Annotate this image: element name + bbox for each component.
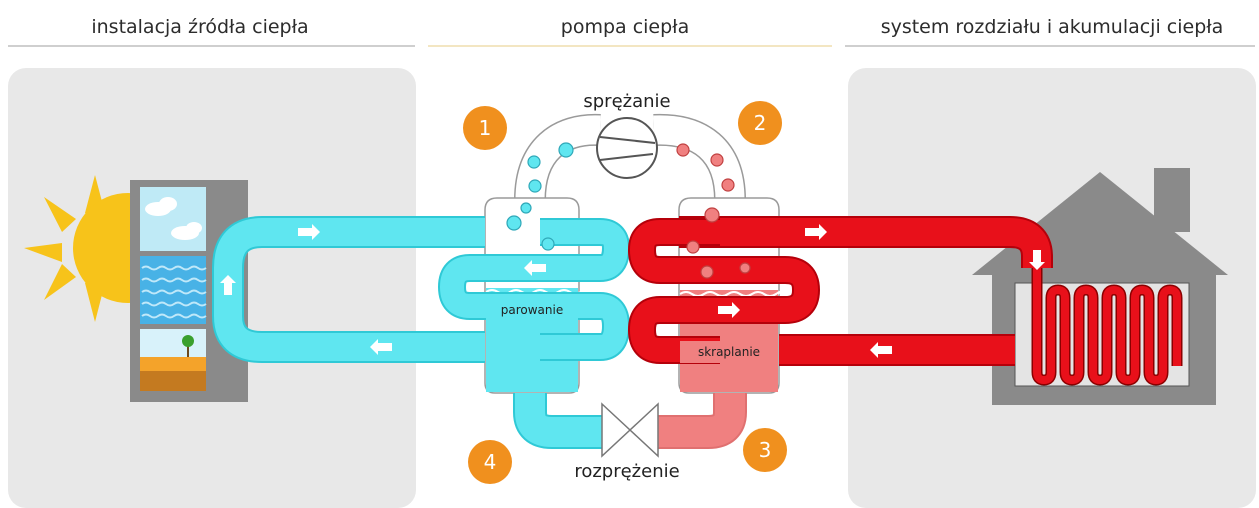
- condensation-label: skraplanie: [698, 345, 760, 359]
- step-2-badge: 2: [738, 101, 782, 145]
- expansion-label: rozprężenie: [574, 461, 679, 482]
- flow-arrows: [220, 224, 1045, 358]
- header-heat-distribution: system rozdziału i akumulacji ciepła: [881, 16, 1224, 38]
- radiator-coil: [1033, 257, 1181, 384]
- compressor-icon: [596, 117, 658, 179]
- header-heat-pump: pompa ciepła: [561, 16, 689, 38]
- step-3-badge: 3: [743, 428, 787, 472]
- arrow-right-icon: [718, 302, 740, 318]
- arrow-right-icon: [805, 224, 827, 240]
- compression-label: sprężanie: [583, 91, 670, 112]
- arrow-left-icon: [524, 260, 546, 276]
- step-4-number: 4: [484, 450, 497, 474]
- arrow-right-icon: [298, 224, 320, 240]
- condensation-label-bg: [680, 341, 778, 363]
- arrow-down-icon: [1029, 250, 1045, 270]
- condenser-coil: [630, 220, 818, 362]
- arrow-left-icon: [370, 339, 392, 355]
- source-block: [130, 180, 248, 402]
- step-2-number: 2: [754, 111, 767, 135]
- step-4-badge: 4: [468, 440, 512, 484]
- step-1-badge: 1: [463, 106, 507, 150]
- cold-return-pipe: [515, 393, 610, 447]
- arrow-up-icon: [220, 275, 236, 295]
- header-heat-source: instalacja źródła ciepła: [91, 16, 308, 38]
- expansion-valve-icon: [601, 402, 659, 458]
- step-1-number: 1: [479, 116, 492, 140]
- arrow-left-icon: [870, 342, 892, 358]
- step-3-number: 3: [759, 438, 772, 462]
- hot-return-pipe: [650, 393, 745, 447]
- evaporation-label-bg: [486, 298, 578, 320]
- cold-bubbles: [506, 142, 574, 251]
- air-source-icon: [140, 187, 206, 251]
- evaporation-label: parowanie: [501, 303, 563, 317]
- hot-bubbles: [676, 143, 751, 279]
- evaporator-coil: [440, 220, 628, 359]
